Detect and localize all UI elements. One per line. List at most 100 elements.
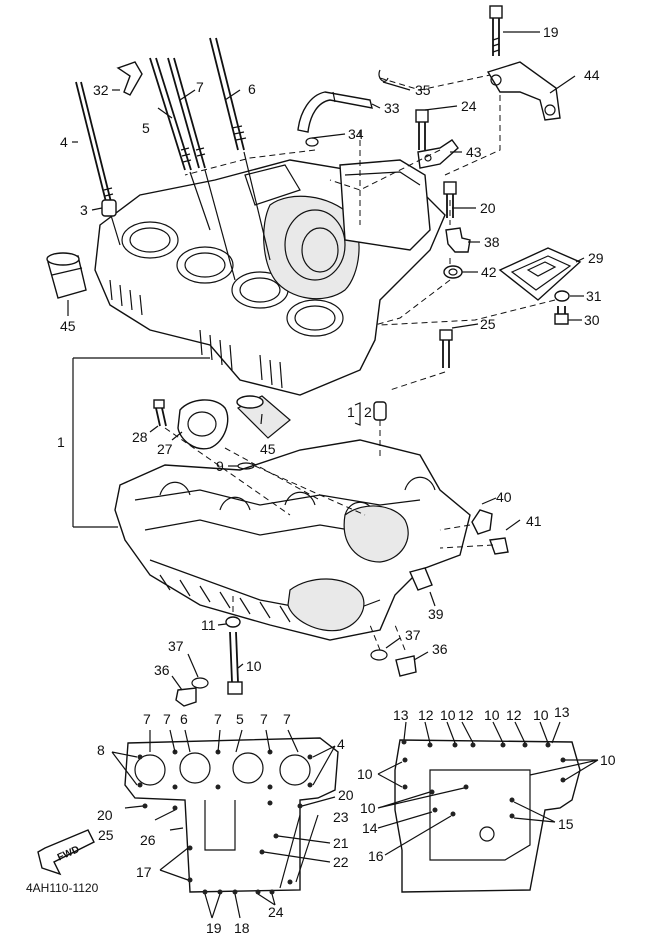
callout-1: 1 bbox=[57, 434, 65, 450]
lower-bolt-plan-labels: 13 12 10 12 10 12 10 13 10 10 10 14 16 1… bbox=[357, 704, 616, 864]
breather-hose-33 bbox=[297, 91, 373, 133]
lplan-label-10b: 10 bbox=[484, 707, 500, 723]
lplan-label-14: 14 bbox=[362, 820, 378, 836]
plan-label-4: 4 bbox=[337, 736, 345, 752]
lplan-label-10a: 10 bbox=[440, 707, 456, 723]
callout-32: 32 bbox=[93, 82, 109, 98]
plan-label-8: 8 bbox=[97, 742, 105, 758]
lplan-label-10c: 10 bbox=[533, 707, 549, 723]
lplan-label-13-left: 13 bbox=[393, 707, 409, 723]
plan-label-7a: 7 bbox=[143, 711, 151, 727]
lplan-label-12b: 12 bbox=[458, 707, 474, 723]
bolt-20 bbox=[443, 181, 457, 218]
upper-bolt-plan-labels: 7 7 6 7 5 7 7 8 4 20 20 25 23 26 21 17 2… bbox=[97, 711, 354, 935]
callout-5: 5 bbox=[142, 120, 150, 136]
oil-filter-45-upper bbox=[46, 252, 87, 299]
drain-plug-36-left bbox=[175, 687, 197, 707]
bolt-10 bbox=[227, 631, 243, 695]
callout-37-left: 37 bbox=[168, 638, 184, 654]
callout-35: 35 bbox=[415, 82, 431, 98]
bolt-19 bbox=[489, 5, 503, 56]
bolt-30 bbox=[554, 306, 569, 325]
callout-43: 43 bbox=[466, 144, 482, 160]
lower-bolt-plan bbox=[377, 721, 599, 893]
callout-labels: 19 44 35 33 24 34 43 20 38 29 42 31 30 2… bbox=[57, 24, 604, 678]
lplan-label-16: 16 bbox=[368, 848, 384, 864]
callout-33: 33 bbox=[384, 100, 400, 116]
dowel-pin-3 bbox=[101, 199, 117, 217]
callout-36-left: 36 bbox=[154, 662, 170, 678]
callout-3: 3 bbox=[80, 202, 88, 218]
gasket-37-left bbox=[191, 677, 209, 689]
lplan-label-13-right: 13 bbox=[554, 704, 570, 720]
oil-filter-45-lower bbox=[236, 395, 291, 439]
callout-2: 2 bbox=[364, 404, 372, 420]
callout-27: 27 bbox=[157, 441, 173, 457]
lplan-label-10-right: 10 bbox=[600, 752, 616, 768]
plan-label-23: 23 bbox=[333, 809, 349, 825]
callout-45-lower: 45 bbox=[260, 441, 276, 457]
plate-29 bbox=[498, 247, 582, 301]
callout-28: 28 bbox=[132, 429, 148, 445]
lplan-label-12c: 12 bbox=[506, 707, 522, 723]
plan-label-19: 19 bbox=[206, 920, 222, 935]
callout-10: 10 bbox=[246, 658, 262, 674]
lplan-label-10-left: 10 bbox=[357, 766, 373, 782]
gasket-27 bbox=[177, 399, 229, 450]
washer-31 bbox=[554, 290, 570, 302]
damper-42 bbox=[443, 265, 463, 279]
callout-24: 24 bbox=[461, 98, 477, 114]
forward-arrow bbox=[37, 829, 95, 876]
bolt-24 bbox=[415, 109, 429, 150]
clamp-38 bbox=[445, 227, 471, 253]
upper-crankcase bbox=[94, 159, 446, 396]
plan-label-7e: 7 bbox=[283, 711, 291, 727]
bracket-32 bbox=[116, 61, 143, 96]
callout-40: 40 bbox=[496, 489, 512, 505]
callout-25: 25 bbox=[480, 316, 496, 332]
o-ring-34 bbox=[305, 137, 319, 147]
callout-4: 4 bbox=[60, 134, 68, 150]
bracket-44 bbox=[486, 61, 561, 121]
callout-29: 29 bbox=[588, 250, 604, 266]
washer-11 bbox=[225, 616, 241, 628]
drain-plug-36-right bbox=[395, 655, 417, 677]
lplan-label-10-mid: 10 bbox=[360, 800, 376, 816]
plan-label-24: 24 bbox=[268, 904, 284, 920]
callout-44: 44 bbox=[584, 67, 600, 83]
upper-bolt-plan bbox=[111, 729, 339, 919]
bolt-41 bbox=[489, 537, 509, 555]
lower-crankcase bbox=[114, 439, 471, 641]
plan-label-20-left: 20 bbox=[97, 807, 113, 823]
lplan-label-12a: 12 bbox=[418, 707, 434, 723]
callout-38: 38 bbox=[484, 234, 500, 250]
cylinder-studs bbox=[75, 37, 271, 281]
bolt-25 bbox=[439, 329, 453, 368]
callout-7: 7 bbox=[196, 79, 204, 95]
plan-label-25: 25 bbox=[98, 827, 114, 843]
callout-45-upper: 45 bbox=[60, 318, 76, 334]
callout-34: 34 bbox=[348, 126, 364, 142]
callout-9: 9 bbox=[216, 458, 224, 474]
callout-42: 42 bbox=[481, 264, 497, 280]
plan-label-21: 21 bbox=[333, 835, 349, 851]
drawing-code: 4AH110-1120 bbox=[26, 881, 99, 895]
plan-label-7d: 7 bbox=[260, 711, 268, 727]
plan-label-7b: 7 bbox=[163, 711, 171, 727]
plan-label-7c: 7 bbox=[214, 711, 222, 727]
gasket-37-right bbox=[370, 649, 388, 661]
dowel-pin-2 bbox=[373, 401, 387, 421]
plan-label-5: 5 bbox=[236, 711, 244, 727]
plan-label-17: 17 bbox=[136, 864, 152, 880]
bracket-43 bbox=[417, 139, 459, 169]
callout-1-dowel: 1 bbox=[347, 404, 355, 420]
callout-6: 6 bbox=[248, 81, 256, 97]
plan-label-26: 26 bbox=[140, 832, 156, 848]
callout-36-right: 36 bbox=[432, 641, 448, 657]
callout-37-right: 37 bbox=[405, 627, 421, 643]
bolt-28 bbox=[153, 399, 167, 427]
lplan-label-15: 15 bbox=[558, 816, 574, 832]
callout-31: 31 bbox=[586, 288, 602, 304]
